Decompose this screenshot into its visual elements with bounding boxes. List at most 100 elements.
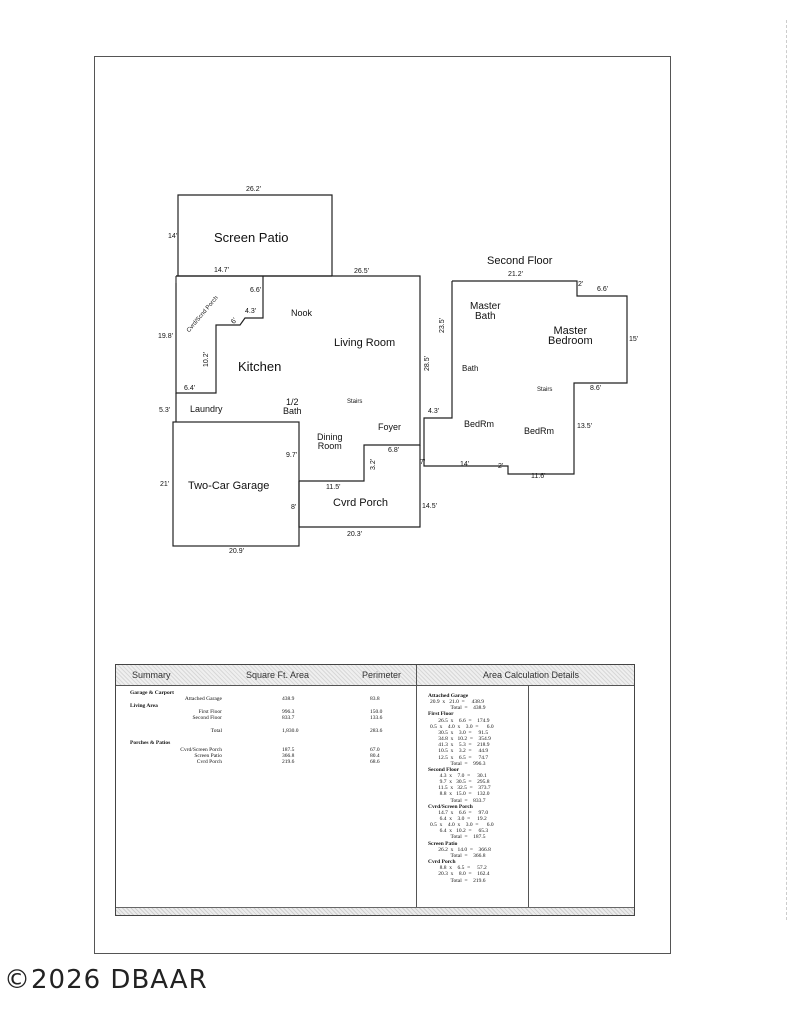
- header-summary: Summary: [132, 670, 171, 680]
- room-two-car-garage: Two-Car Garage: [188, 480, 270, 492]
- screen-patio-outline: [177, 194, 333, 276]
- table-footer-band: [116, 907, 634, 915]
- summary-row-area: 366.8: [282, 753, 295, 759]
- room-kitchen: Kitchen: [238, 359, 282, 374]
- detail-calc-line: 20.9 x 21.0 = 438.9: [430, 699, 484, 706]
- room-bath-second: Bath: [462, 364, 479, 373]
- detail-calc-line: 6.4 x 10.2 = 65.3: [430, 828, 489, 835]
- table-divider: [416, 665, 417, 910]
- detail-section-heading: Cvrd Porch: [428, 859, 456, 866]
- dim-label: 14.7': [214, 267, 229, 274]
- room-cvrd-porch: Cvrd Porch: [333, 497, 389, 509]
- detail-calc-line: 9.7 x 30.5 = 295.8: [430, 779, 490, 786]
- detail-calc-line: 8.8 x 6.5 = 57.2: [430, 865, 487, 872]
- dim-label: 2': [498, 463, 504, 470]
- summary-row-label: Total: [210, 727, 222, 734]
- dim-label: 10.2': [203, 352, 210, 367]
- room-bedrm-1: BedRm: [464, 419, 495, 429]
- dim-label: 2': [578, 281, 584, 288]
- screen-porch-wall: [175, 276, 264, 394]
- detail-section-heading: Cvrd/Screen Porch: [428, 803, 473, 810]
- detail-calc-line: 14.7 x 6.6 = 97.0: [430, 809, 489, 816]
- detail-calc-line: Total = 438.9: [430, 705, 486, 712]
- summary-row-label: Cvrd/Screen Porch: [180, 746, 222, 753]
- dim-label: 21.2': [508, 271, 523, 278]
- area-summary-table: Summary Square Ft. Area Perimeter Area C…: [115, 664, 635, 916]
- dim-label: 19.8': [158, 333, 173, 340]
- room-screen-patio: Screen Patio: [214, 230, 289, 245]
- second-floor-title: Second Floor: [487, 255, 553, 267]
- room-foyer: Foyer: [378, 422, 402, 432]
- room-living-room: Living Room: [334, 337, 396, 349]
- detail-calc-line: 34.8 x 10.2 = 354.9: [430, 736, 491, 743]
- summary-row-label: Screen Patio: [194, 753, 222, 759]
- dim-label: 13.5': [577, 423, 592, 430]
- dim-label: 4.3': [245, 308, 257, 315]
- summary-row-label: Cvrd Porch: [196, 759, 222, 766]
- dim-label: 15': [629, 336, 639, 343]
- second-floor-outline: [423, 280, 628, 475]
- dim-label: 11.6': [531, 473, 546, 480]
- detail-calc-line: 11.5 x 32.5 = 373.7: [430, 785, 491, 792]
- header-sqft: Square Ft. Area: [246, 670, 310, 680]
- summary-row-area: 996.3: [282, 708, 295, 715]
- dim-label: 4.3': [428, 408, 440, 415]
- dim-label: 21': [160, 481, 170, 488]
- dim-label: 8.6': [590, 385, 602, 392]
- dim-label: 20.3': [347, 531, 362, 538]
- dim-label: 14': [168, 233, 178, 240]
- page-border: [94, 56, 671, 954]
- table-header-band: [116, 665, 634, 686]
- dim-label: 6.6': [250, 287, 262, 294]
- detail-calc-line: 0.5 x 4.0 x 3.0 = 6.0: [430, 822, 494, 829]
- room-nook: Nook: [291, 308, 313, 318]
- dim-label: 28.5': [424, 356, 431, 371]
- room-master-bath: Master Bath: [470, 301, 501, 322]
- summary-row-label: First Floor: [198, 708, 222, 715]
- detail-calc-line: 26.2 x 14.0 = 366.8: [430, 846, 491, 853]
- summary-row-label: Attached Garage: [184, 696, 222, 703]
- dim-label: 26.2': [246, 186, 261, 193]
- detail-calc-line: 6.4 x 3.0 = 19.2: [430, 816, 487, 822]
- header-details: Area Calculation Details: [483, 670, 580, 680]
- dim-label: 3.2': [370, 458, 377, 470]
- detail-calc-line: 26.5 x 6.6 = 174.9: [430, 717, 490, 724]
- summary-row-perimeter: 83.8: [370, 696, 380, 703]
- foyer-step-wall: [299, 444, 416, 482]
- summary-row-label: Second Floor: [192, 715, 223, 722]
- detail-section-heading: First Floor: [428, 711, 454, 718]
- dim-label: 11.5': [326, 484, 341, 491]
- summary-row-area: 187.5: [282, 746, 295, 753]
- summary-row-perimeter: 283.6: [370, 727, 383, 734]
- dim-label: 6.8': [388, 447, 400, 454]
- detail-calc-line: 8.8 x 15.0 = 132.0: [430, 791, 490, 798]
- detail-calc-line: 4.3 x 7.0 = 30.1: [430, 772, 487, 779]
- dim-label: 23.5': [439, 318, 446, 333]
- detail-calc-line: 0.5 x 4.0 x 3.0 = 6.0: [430, 723, 494, 730]
- dim-label: 5.3': [159, 407, 171, 414]
- dim-label: 6.4': [184, 385, 196, 392]
- dim-label: 14.5': [422, 503, 437, 510]
- room-master-bedroom: Master Bedroom: [548, 325, 593, 348]
- detail-calc-line: 41.3 x 5.3 = 218.9: [430, 742, 490, 749]
- detail-section-heading: Screen Patio: [428, 840, 458, 847]
- dim-label: 14': [460, 461, 470, 468]
- summary-row-area: 438.9: [282, 696, 295, 703]
- detail-calc-line: Total = 219.6: [430, 877, 486, 884]
- cvrd-porch-outline: [298, 445, 421, 528]
- dim-label: 9.7': [286, 452, 298, 459]
- summary-row-perimeter: 80.4: [370, 753, 380, 759]
- room-bedrm-2: BedRm: [524, 426, 555, 436]
- detail-calc-line: Total = 366.8: [430, 852, 486, 859]
- room-half-bath: 1/2 Bath: [283, 397, 302, 416]
- room-laundry: Laundry: [190, 404, 223, 414]
- summary-row-label: Garage & Carport: [130, 690, 174, 696]
- detail-calc-line: 20.3 x 8.0 = 162.4: [430, 871, 490, 878]
- dim-label: 8': [291, 504, 297, 511]
- dim-label: 6.6': [597, 286, 609, 293]
- room-dining: Dining Room: [317, 432, 343, 451]
- detail-calc-line: 10.5 x 3.2 = 44.9: [430, 748, 489, 755]
- summary-row-perimeter: 133.6: [370, 715, 383, 722]
- table-divider: [528, 685, 529, 910]
- header-perimeter: Perimeter: [362, 670, 402, 680]
